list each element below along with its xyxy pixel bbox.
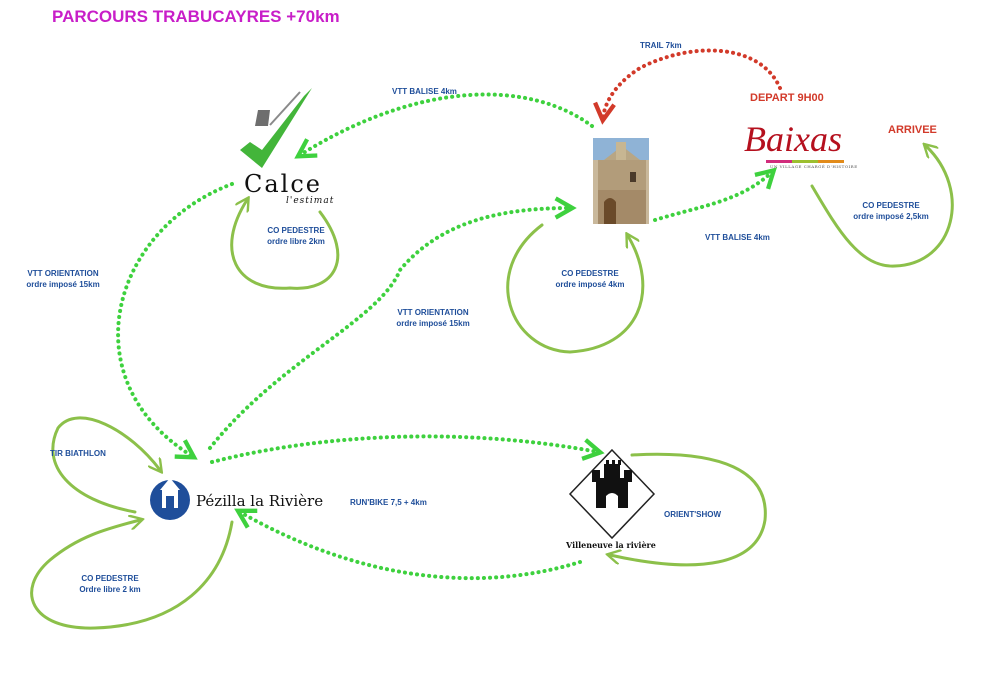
co-chapel-label-2: ordre imposé 4km	[555, 280, 625, 289]
vtt-balise-right-label: VTT BALISE 4km	[705, 233, 770, 242]
co-pezilla-label-2: Ordre libre 2 km	[79, 585, 141, 594]
depart-label: DEPART 9H00	[750, 92, 824, 104]
checkmark-stroke-icon	[269, 91, 301, 126]
tir-biathlon-label: TIR BIATHLON	[50, 449, 106, 458]
castle-diamond-icon	[568, 448, 656, 540]
loop-baixas	[810, 146, 954, 268]
calce-logo	[240, 88, 312, 168]
checkmark-shadow-icon	[255, 110, 270, 126]
arrivee-label: ARRIVEE	[888, 124, 937, 136]
baixas-underline	[766, 160, 844, 163]
route-pezilla-to-villeneuve	[210, 434, 605, 464]
loop-villeneuve	[610, 452, 767, 567]
baixas-subtitle: UN VILLAGE CHARGÉ D'HISTOIRE	[770, 164, 858, 169]
co-calce-label-1: CO PEDESTRE	[267, 226, 325, 235]
page-title: PARCOURS TRABUCAYRES +70km	[52, 7, 340, 26]
loop-pezilla	[30, 520, 234, 630]
loop-tir	[51, 416, 160, 514]
runbike-label: RUN'BIKE 7,5 + 4km	[350, 498, 427, 507]
route-chapel-to-baixas	[653, 167, 777, 222]
vtt-balise-top-label: VTT BALISE 4km	[392, 87, 457, 96]
loop-calce	[230, 200, 340, 290]
vtt-orient-mid-label-1: VTT ORIENTATION	[397, 308, 469, 317]
route-calce-to-pezilla	[116, 182, 234, 460]
co-calce-label-2: ordre libre 2km	[267, 237, 325, 246]
town-crest-icon	[150, 478, 190, 520]
vtt-orient-left-label-2: ordre imposé 15km	[26, 280, 100, 289]
co-baixas-label-2: ordre imposé 2,5km	[853, 212, 929, 221]
villeneuve-name: Villeneuve la rivière	[566, 540, 656, 550]
route-chapel-to-calce	[294, 92, 594, 159]
chapel-photo	[593, 138, 649, 224]
trail-route	[593, 48, 782, 125]
vtt-orient-left-label-1: VTT ORIENTATION	[27, 269, 99, 278]
loop-chapel	[506, 223, 645, 354]
checkmark-logo-icon	[240, 88, 312, 168]
baixas-name: Baixas	[744, 119, 842, 159]
vtt-routes	[116, 92, 777, 581]
trail-label: TRAIL 7km	[640, 41, 682, 50]
vtt-orient-mid-label-2: ordre imposé 15km	[396, 319, 470, 328]
route-villeneuve-to-pezilla	[234, 508, 582, 581]
route-pezilla-to-chapel	[208, 196, 577, 450]
co-pezilla-label-1: CO PEDESTRE	[81, 574, 139, 583]
co-baixas-label-1: CO PEDESTRE	[862, 201, 920, 210]
loop-arrows	[30, 146, 954, 630]
co-chapel-label-1: CO PEDESTRE	[561, 269, 619, 278]
orientshow-label: ORIENT'SHOW	[664, 510, 722, 519]
pezilla-name: Pézilla la Rivière	[196, 492, 324, 510]
calce-name: Calce	[244, 170, 322, 198]
calce-subtitle: l'estimat	[286, 196, 335, 206]
